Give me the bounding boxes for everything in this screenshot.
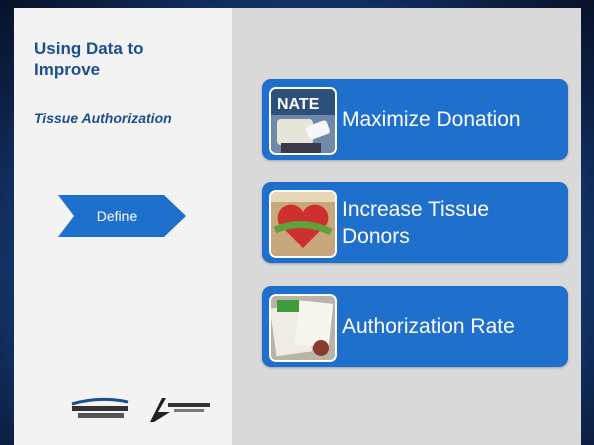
card-label: Authorization Rate [342,315,515,338]
svg-text:NATE: NATE [277,96,320,113]
photo-papers-icon [269,294,337,362]
photo-donate-icon: NATE [269,87,337,155]
define-step-label: Define [96,208,138,224]
card-maximize-donation[interactable]: NATE Maximize Donation [262,79,568,160]
card-label: Increase Tissue Donors [342,197,490,248]
left-panel: Using Data to Improve Tissue Authorizati… [14,8,232,445]
slide-subtitle: Tissue Authorization [34,110,172,126]
logos [70,394,230,424]
card-authorization-rate[interactable]: Authorization Rate [262,286,568,367]
slide: Using Data to Improve Tissue Authorizati… [14,8,581,445]
mid-america-transplant-logo-icon [71,397,210,422]
card-label: Maximize Donation [342,108,521,131]
define-step-chevron[interactable]: Define [58,195,186,237]
chevron-shape-icon [58,195,186,237]
card-increase-tissue-donors[interactable]: Increase Tissue Donors [262,182,568,263]
photo-heart-icon [269,190,337,258]
slide-title: Using Data to Improve [34,39,144,79]
